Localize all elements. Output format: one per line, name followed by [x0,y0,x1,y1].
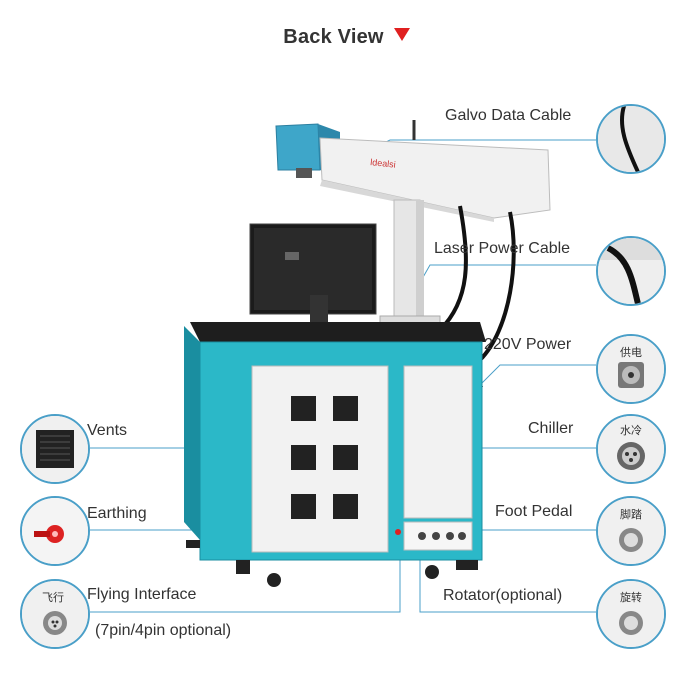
label-flying-interface: Flying Interface [87,586,197,603]
label-flying-interface-note: (7pin/4pin optional) [95,622,232,639]
page-title: Back View [0,26,693,49]
label-chiller: Chiller [528,420,574,437]
detail-rotator-socket: 旋转 [596,579,666,649]
detail-220v-power-socket: 供电 [596,334,666,404]
leader-laser-power [409,264,596,301]
svg-text:旋转: 旋转 [620,590,642,604]
detail-chiller-socket: 水冷 [596,414,666,484]
label-laser-power-cable: Laser Power Cable [434,240,571,257]
detail-galvo-cable [596,104,666,174]
laser-housing: ldealsi [319,120,551,222]
label-foot-pedal: Foot Pedal [495,503,573,520]
label-220v-power: 220V Power [484,336,572,353]
lift-column [379,199,441,327]
svg-text:水冷: 水冷 [620,424,642,437]
label-rotator: Rotator(optional) [443,587,563,604]
leader-rotator [419,535,596,613]
cabinet [184,322,486,587]
detail-flying-interface-socket: 飞行 [20,579,90,649]
label-galvo-data-cable: Galvo Data Cable [445,107,572,124]
page-title-text: Back View [283,26,384,48]
monitor [249,223,377,336]
leader-220v [469,364,596,396]
vent-fans [291,396,358,519]
leader-flying [90,535,401,613]
detail-earthing-terminal [20,496,90,566]
label-vents: Vents [87,422,128,439]
label-earthing: Earthing [87,505,147,522]
svg-text:飞行: 飞行 [42,591,64,604]
detail-laser-power-cable [596,236,666,306]
red-down-triangle-icon [393,28,410,41]
detail-vent-fan [20,414,90,484]
svg-text:供电: 供电 [620,345,642,359]
brand-logo: ldealsi [370,157,396,170]
svg-text:脚踏: 脚踏 [620,507,642,521]
detail-foot-pedal-socket: 脚踏 [596,496,666,566]
